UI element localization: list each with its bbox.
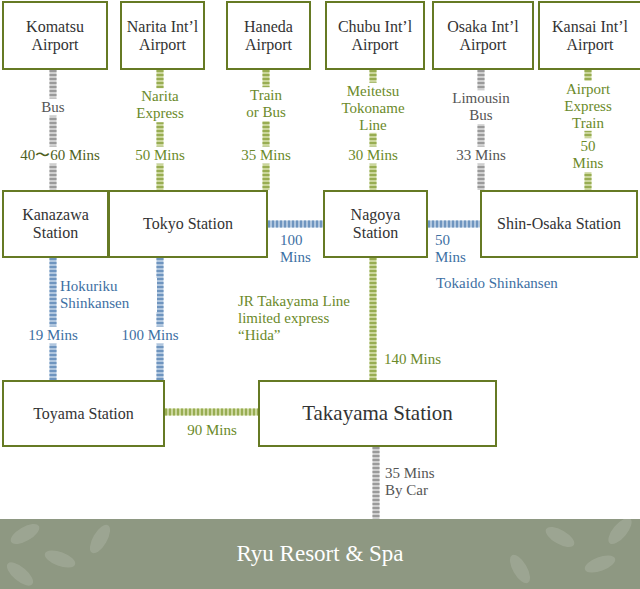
station-name: Tokyo Station xyxy=(139,215,237,233)
route-line-hatch xyxy=(478,70,485,190)
travel-note: 30 Mins xyxy=(346,147,400,164)
route-line-hatch xyxy=(157,258,164,380)
station-name: Komatsu Airport xyxy=(4,18,106,54)
leaf-shape xyxy=(543,523,578,551)
destination-band: Ryu Resort & Spa xyxy=(0,519,640,589)
route-label: Narita Express xyxy=(123,88,197,122)
leaf-shape xyxy=(3,558,37,589)
station-box: Toyama Station xyxy=(2,380,165,447)
station-box: Osaka Int’l Airport xyxy=(432,1,534,70)
route-line-base xyxy=(50,70,57,190)
route-line-hatch xyxy=(373,447,380,519)
station-box: Chubu Int’l Airport xyxy=(325,1,425,70)
route-line-base xyxy=(165,409,258,416)
station-box: Haneda Airport xyxy=(226,1,311,70)
route-line-hatch xyxy=(50,70,57,190)
route-line-hatch xyxy=(370,258,377,380)
route-line xyxy=(373,258,374,380)
station-name: Chubu Int’l Airport xyxy=(327,18,423,54)
leaf-shape xyxy=(86,522,114,557)
route-line-base xyxy=(268,221,323,228)
travel-note: 33 Mins xyxy=(454,147,508,164)
route-line xyxy=(165,412,258,413)
leaf-shape xyxy=(506,552,534,587)
route-line-base xyxy=(157,258,164,380)
station-name: Osaka Int’l Airport xyxy=(434,18,532,54)
route-line-hatch xyxy=(165,409,258,416)
route-line-base xyxy=(50,258,57,380)
route-line-base xyxy=(370,258,377,380)
station-box: Nagoya Station xyxy=(323,190,428,258)
route-line-base xyxy=(373,447,380,519)
travel-note: Hokuriku Shinkansen xyxy=(58,278,157,312)
route-label: Airport Express Train xyxy=(551,81,625,131)
route-label: 35 Mins By Car xyxy=(383,465,457,499)
travel-note: 35 Mins xyxy=(239,147,293,164)
station-name: Takayama Station xyxy=(298,402,457,426)
route-line xyxy=(428,224,480,225)
station-name: Haneda Airport xyxy=(228,18,309,54)
route-line xyxy=(160,258,161,380)
route-label: Meitetsu Tokoname Line xyxy=(331,83,415,133)
travel-note: JR Takayama Line limited express “Hida” xyxy=(236,293,360,343)
station-name: Kansai Int’l Airport xyxy=(540,18,640,54)
route-label: 100 Mins xyxy=(278,232,318,266)
route-line xyxy=(481,70,482,190)
station-name: Toyama Station xyxy=(29,405,138,423)
route-label: 140 Mins xyxy=(382,351,443,368)
leaf-shape xyxy=(604,519,635,548)
route-line xyxy=(53,258,54,380)
route-line xyxy=(376,447,377,519)
route-line-hatch xyxy=(268,221,323,228)
station-box: Komatsu Airport xyxy=(2,1,108,70)
route-label: 50 Mins xyxy=(433,232,473,266)
route-label: Train or Bus xyxy=(242,87,290,121)
station-name: Nagoya Station xyxy=(325,206,426,242)
leaf-shape xyxy=(43,547,78,571)
station-name: Kanazawa Station xyxy=(4,206,107,242)
station-box: Narita Int’l Airport xyxy=(120,1,205,70)
route-label: 90 Mins xyxy=(185,422,239,439)
route-line-hatch xyxy=(50,258,57,380)
leaf-shape xyxy=(8,520,43,548)
station-box: Takayama Station xyxy=(258,380,497,447)
route-line-base xyxy=(478,70,485,190)
route-label: Bus xyxy=(39,99,66,116)
station-box: Kanazawa Station xyxy=(2,190,109,258)
travel-note: 50 Mins xyxy=(562,138,614,172)
station-name: Narita Int’l Airport xyxy=(122,18,203,54)
route-label: Limousin Bus xyxy=(444,90,518,124)
station-box: Kansai Int’l Airport xyxy=(538,1,640,70)
station-box: Shin-Osaka Station xyxy=(480,190,638,258)
station-name: Shin-Osaka Station xyxy=(493,215,625,233)
travel-note: 40〜60 Mins xyxy=(18,147,102,164)
route-line xyxy=(53,70,54,190)
travel-note: Tokaido Shinkansen xyxy=(434,275,560,292)
station-name: Ryu Resort & Spa xyxy=(232,541,407,567)
leaf-shape xyxy=(583,552,618,576)
route-line-base xyxy=(428,221,480,228)
route-line xyxy=(268,224,323,225)
route-label: 19 Mins xyxy=(26,327,80,344)
station-box: Tokyo Station xyxy=(108,190,268,258)
route-line-hatch xyxy=(428,221,480,228)
route-label: 100 Mins xyxy=(119,327,180,344)
travel-note: 50 Mins xyxy=(133,147,187,164)
